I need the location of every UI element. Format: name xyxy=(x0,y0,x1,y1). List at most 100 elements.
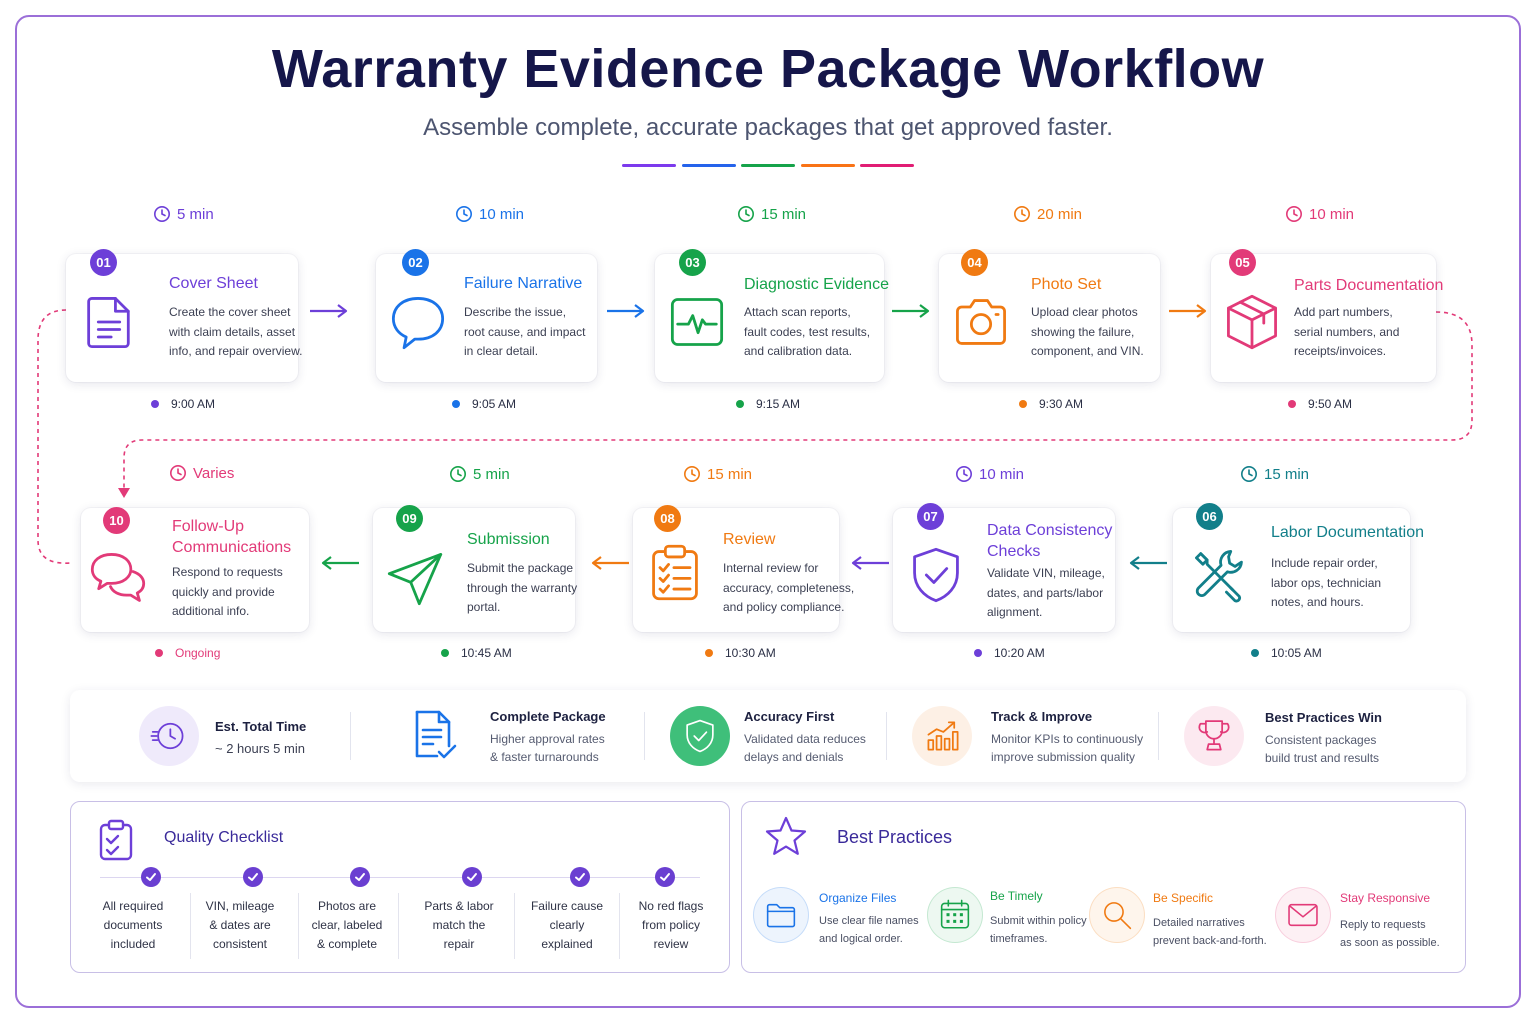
magnifier-icon xyxy=(1100,898,1134,932)
step-duration-text: 5 min xyxy=(473,465,510,483)
step-description-line: labor ops, technician xyxy=(1271,575,1382,590)
timestamp-dot xyxy=(974,649,982,657)
best-practice-description-line: Use clear file names xyxy=(819,915,919,927)
checklist-separator xyxy=(514,893,515,959)
summary-separator xyxy=(886,712,887,760)
step-duration: 15 min xyxy=(1240,465,1309,483)
step-number-badge: 07 xyxy=(917,503,944,530)
best-practices-title: Best Practices xyxy=(837,827,953,847)
checklist-item-line: No red flags xyxy=(638,899,704,913)
step-duration-text: 10 min xyxy=(479,205,525,223)
timestamp-dot xyxy=(1251,649,1259,657)
clock-icon xyxy=(683,465,701,483)
timestamp-dot xyxy=(441,649,449,657)
step-duration-text: 15 min xyxy=(707,465,753,483)
check-icon xyxy=(570,867,590,887)
checklist-item-line: clearly xyxy=(549,918,585,932)
checklist-separator xyxy=(619,893,620,959)
summary-description-line: Consistent packages xyxy=(1265,733,1377,747)
arrow-left-icon xyxy=(850,556,890,570)
step-title-line: Checks xyxy=(987,543,1041,560)
summary-icon-circle xyxy=(670,706,730,766)
step-description-line: Validate VIN, mileage, xyxy=(987,566,1105,580)
summary-title: Est. Total Time xyxy=(215,719,307,734)
step-timestamp: 10:05 AM xyxy=(1251,646,1322,660)
step-duration: 15 min xyxy=(737,205,806,223)
summary-description-line: Validated data reduces xyxy=(744,732,866,746)
step-timestamp: 9:50 AM xyxy=(1288,397,1352,411)
step-description: Include repair order, labor ops, technici… xyxy=(1271,554,1381,613)
page-subtitle: Assemble complete, accurate packages tha… xyxy=(423,114,1113,141)
step-number-badge: 02 xyxy=(402,249,429,276)
step-timestamp: 9:05 AM xyxy=(452,397,516,411)
step-description-line: serial numbers, and xyxy=(1294,324,1400,339)
step-title: Submission xyxy=(467,531,550,548)
summary-description: Consistent packages build trust and resul… xyxy=(1265,731,1379,767)
step-description-line: Describe the issue, xyxy=(464,305,567,319)
document-check-icon xyxy=(407,708,463,764)
divider-bar xyxy=(682,164,736,167)
paper-plane-icon xyxy=(385,548,445,608)
step-number-badge: 10 xyxy=(103,507,130,534)
arrow-left-icon xyxy=(320,556,360,570)
summary-description-line: improve submission quality xyxy=(991,750,1136,764)
step-duration-text: 20 min xyxy=(1037,205,1083,223)
step-title-line: Follow-Up xyxy=(172,518,245,535)
checklist-item-line: Failure cause xyxy=(530,899,604,913)
page-title: Warranty Evidence Package Workflow xyxy=(271,39,1265,99)
best-practice-description-line: Detailed narratives xyxy=(1153,917,1245,929)
step-description-line: in clear detail. xyxy=(464,344,539,358)
best-practice-title: Stay Responsive xyxy=(1340,891,1431,905)
envelope-icon xyxy=(1286,898,1320,932)
timestamp-text: Ongoing xyxy=(175,646,221,660)
step-description-line: fault codes, test results, xyxy=(744,324,871,339)
summary-icon-circle xyxy=(139,706,199,766)
step-number-badge: 03 xyxy=(679,249,706,276)
check-icon xyxy=(141,867,161,887)
step-duration: 5 min xyxy=(153,205,214,223)
summary-icon-circle xyxy=(1184,706,1244,766)
arrow-left-icon xyxy=(590,556,630,570)
clock-icon xyxy=(1285,205,1303,223)
step-description-line: Attach scan reports, xyxy=(744,305,851,319)
step-description-line: showing the failure, xyxy=(1031,324,1135,339)
step-description-line: Add part numbers, xyxy=(1294,305,1393,319)
speech-bubble-icon xyxy=(388,292,448,352)
step-timestamp: 10:30 AM xyxy=(705,646,776,660)
step-number-badge: 04 xyxy=(961,249,988,276)
step-title-line: Data Consistency xyxy=(987,522,1113,539)
step-duration: 10 min xyxy=(455,205,524,223)
arrow-right-icon xyxy=(1168,304,1208,318)
checklist-item-line: explained xyxy=(541,937,593,951)
best-practice-icon-circle xyxy=(1089,887,1145,943)
checklist-separator xyxy=(298,893,299,959)
step-duration-text: 15 min xyxy=(1264,465,1310,483)
checklist-item-line: documents xyxy=(103,918,163,932)
timestamp-text: 9:15 AM xyxy=(756,397,801,411)
summary-separator xyxy=(1158,712,1159,760)
summary-description-line: build trust and results xyxy=(1265,751,1380,765)
checklist-item-line: match the xyxy=(432,918,486,932)
chat-bubbles-icon xyxy=(88,548,148,608)
step-description-line: Include repair order, xyxy=(1271,556,1378,570)
step-description: Validate VIN, mileage,dates, and parts/l… xyxy=(987,564,1105,623)
checklist-item-line: & dates are xyxy=(209,918,271,932)
timestamp-dot xyxy=(452,400,460,408)
summary-description-line: & faster turnarounds xyxy=(490,750,599,764)
step-description-line: Submit the package xyxy=(467,561,574,575)
step-timestamp: Ongoing xyxy=(155,646,220,660)
timestamp-text: 9:05 AM xyxy=(472,397,517,411)
checklist-item-line: VIN, mileage xyxy=(205,899,275,913)
best-practices-panel xyxy=(741,801,1466,973)
best-practice-icon-circle xyxy=(1275,887,1331,943)
summary-title: Track & Improve xyxy=(991,709,1093,724)
step-description-line: accuracy, completeness, xyxy=(723,580,855,595)
